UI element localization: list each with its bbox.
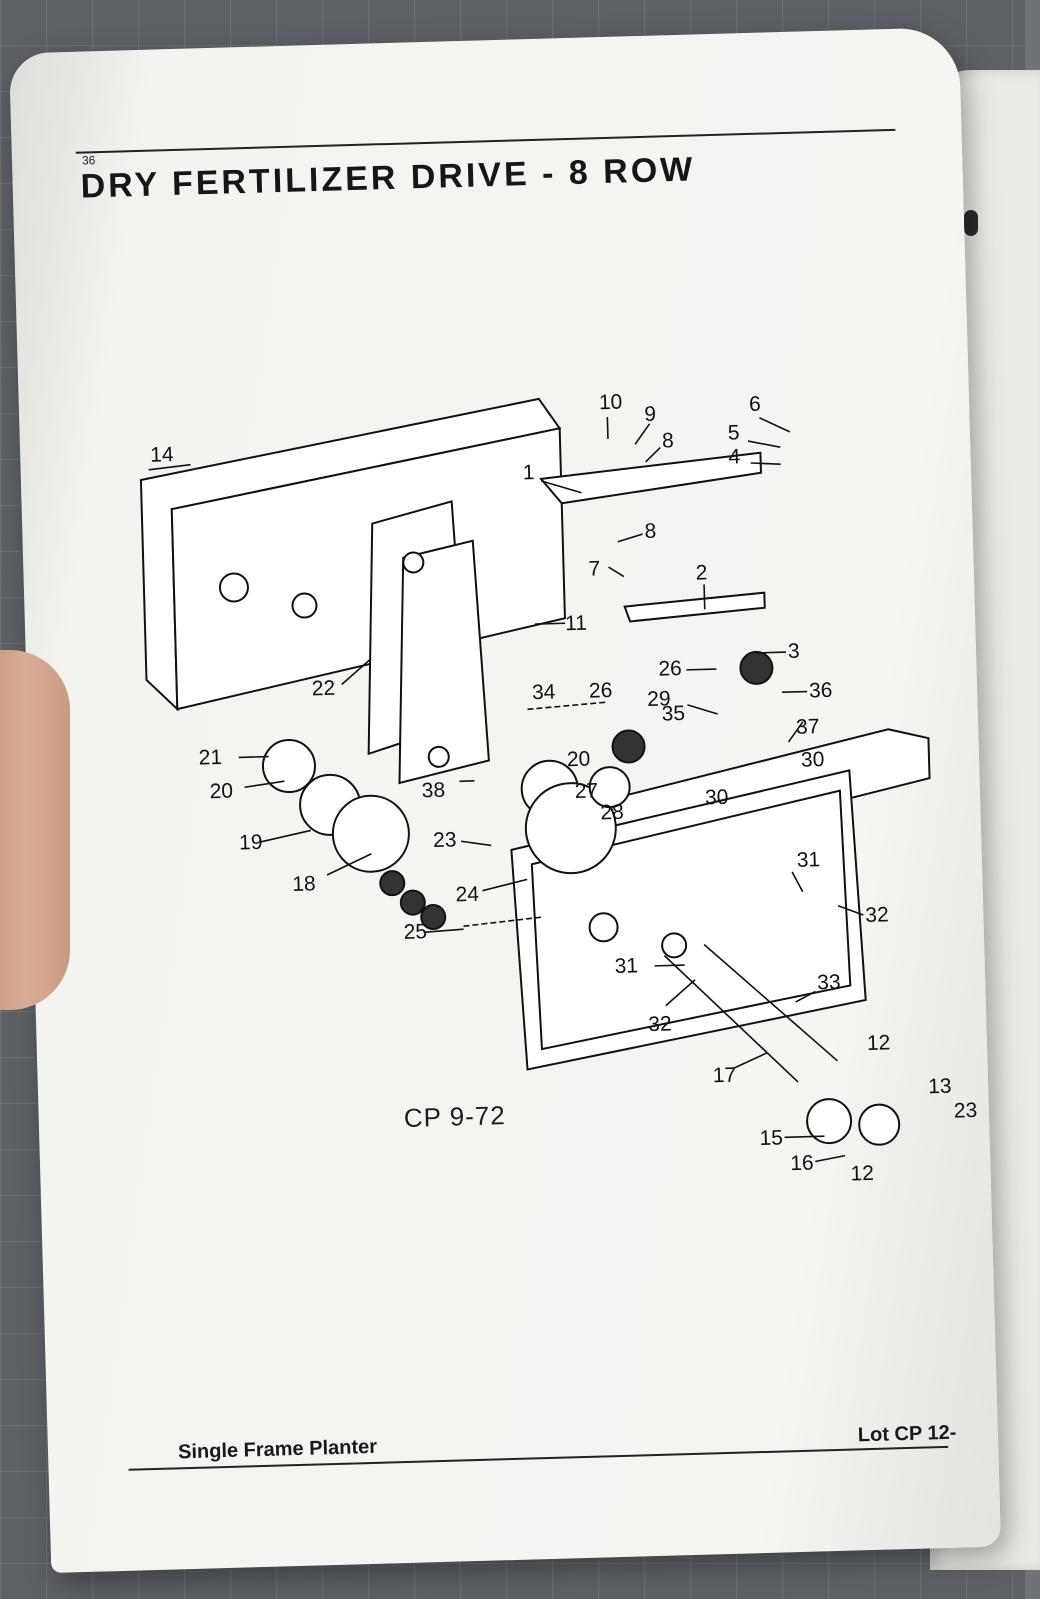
callout-6: 6 — [749, 393, 761, 416]
callout-10: 10 — [599, 391, 623, 415]
title-rule — [75, 128, 896, 154]
callout-12: 12 — [867, 1031, 891, 1055]
callout-8: 8 — [644, 520, 656, 543]
callout-34: 34 — [532, 681, 556, 705]
callout-22: 22 — [312, 677, 336, 701]
callout-5: 5 — [728, 421, 740, 444]
callout-8: 8 — [662, 429, 674, 452]
callout-16: 16 — [790, 1152, 814, 1176]
callout-7: 7 — [588, 557, 600, 580]
callout-9: 9 — [644, 403, 656, 426]
manual-page: 36 DRY FERTILIZER DRIVE - 8 ROW — [8, 27, 1002, 1573]
callout-11: 11 — [565, 612, 587, 636]
callout-36: 36 — [809, 679, 833, 703]
callout-3: 3 — [788, 640, 800, 663]
callout-37: 37 — [796, 715, 820, 739]
callout-28: 28 — [600, 801, 624, 825]
callout-31: 31 — [614, 954, 638, 978]
shaft-33 — [703, 943, 838, 1062]
chain-34 — [527, 701, 608, 711]
figure-code: CP 9-72 — [403, 1100, 507, 1133]
callout-32: 32 — [648, 1012, 672, 1036]
callout-14: 14 — [150, 443, 174, 467]
bearing-13 — [858, 1103, 901, 1146]
callout-29: 29 — [647, 687, 671, 711]
bracket-1 — [539, 451, 762, 505]
callout-26: 26 — [658, 657, 682, 681]
callout-33: 33 — [817, 971, 841, 995]
sprocket-27 — [611, 729, 646, 764]
callout-18: 18 — [292, 872, 316, 896]
callout-25: 25 — [403, 920, 427, 944]
center-arm — [367, 500, 490, 785]
callout-12: 12 — [850, 1162, 874, 1186]
sprocket-36 — [739, 650, 774, 685]
callout-21: 21 — [198, 746, 222, 770]
callout-23: 23 — [433, 828, 457, 852]
callout-35: 35 — [661, 702, 685, 726]
chain-25 — [463, 916, 544, 928]
page-number: 36 — [81, 153, 96, 168]
callout-23: 23 — [954, 1099, 978, 1123]
callout-30: 30 — [801, 748, 825, 772]
callout-2: 2 — [695, 561, 707, 584]
callout-19: 19 — [239, 831, 263, 855]
holding-thumb — [0, 650, 70, 1010]
callout-17: 17 — [712, 1064, 736, 1088]
callout-24: 24 — [455, 883, 479, 907]
footer-right-text: Lot CP 12- — [857, 1421, 957, 1447]
callout-labels: 10 9 8 1 6 5 4 2 3 26 36 35 37 30 8 7 11… — [150, 391, 978, 1186]
callout-38: 38 — [421, 779, 445, 803]
callout-32: 32 — [865, 903, 889, 927]
callout-1: 1 — [523, 461, 535, 484]
callout-26: 26 — [589, 679, 613, 703]
sprockets — [261, 739, 631, 931]
binder-hole — [964, 210, 978, 236]
right-frame-plate — [510, 728, 931, 1071]
callout-13: 13 — [928, 1075, 952, 1099]
callout-4: 4 — [728, 445, 741, 468]
page-title: DRY FERTILIZER DRIVE - 8 ROW — [80, 150, 696, 206]
callout-30: 30 — [705, 786, 729, 810]
left-frame-plate — [139, 397, 566, 712]
callout-27: 27 — [574, 779, 598, 803]
callout-31: 31 — [796, 848, 820, 872]
callout-20: 20 — [567, 748, 591, 772]
bearing-12 — [806, 1098, 853, 1145]
footer-left-text: Single Frame Planter — [177, 1435, 378, 1464]
bracket-2 — [623, 591, 766, 623]
shaft-17 — [663, 955, 799, 1083]
exploded-parts-diagram: 10 9 8 1 6 5 4 2 3 26 36 35 37 30 8 7 11… — [139, 391, 978, 1185]
callout-20: 20 — [209, 780, 233, 804]
callout-15: 15 — [759, 1126, 783, 1150]
